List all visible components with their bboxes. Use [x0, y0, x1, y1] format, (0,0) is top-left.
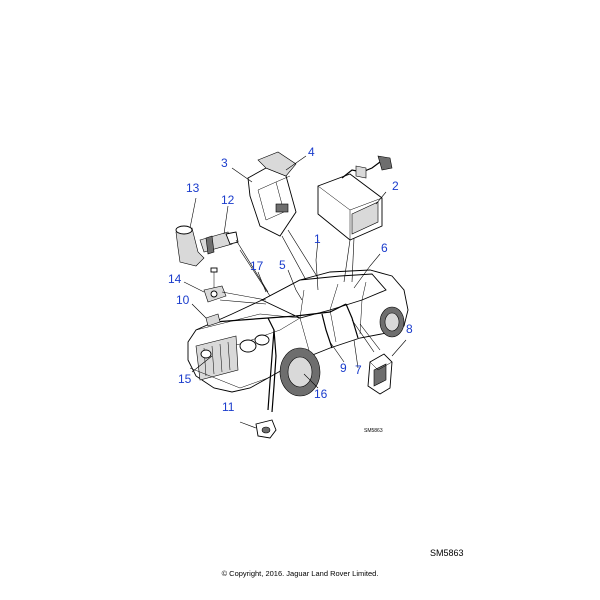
part-2-module [317, 155, 393, 241]
callout-11: 11 [222, 400, 235, 414]
copyright-notice: © Copyright, 2016. Jaguar Land Rover Lim… [221, 569, 379, 578]
callout-2: 2 [392, 179, 399, 193]
callout-9: 9 [340, 361, 347, 375]
part-12-sensor [199, 231, 239, 255]
part-14-clip [203, 267, 227, 303]
callout-6: 6 [381, 241, 388, 255]
part-8-clip [367, 353, 393, 395]
callout-5: 5 [279, 258, 286, 272]
part-3-4-bracket [247, 151, 297, 237]
callout-10: 10 [176, 293, 190, 307]
inline-diagram-code: SM5863 [364, 428, 383, 434]
callout-4: 4 [308, 145, 315, 159]
part-11-grommet [255, 419, 277, 439]
diagram-code: SM5863 [430, 548, 464, 558]
callout-7: 7 [355, 363, 362, 377]
callout-3: 3 [221, 156, 228, 170]
callout-8: 8 [406, 322, 413, 336]
leader-lines [183, 155, 407, 429]
part-13-connector [175, 225, 205, 267]
callout-16: 16 [314, 387, 328, 401]
part-10-sensor [205, 313, 221, 327]
callout-12: 12 [221, 193, 235, 207]
callout-13: 13 [186, 181, 200, 195]
callout-15: 15 [178, 372, 192, 386]
car-illustration [187, 269, 409, 413]
callout-17: 17 [250, 259, 264, 273]
callout-14: 14 [168, 272, 182, 286]
callouts: 1 2 3 4 5 6 7 8 9 10 11 12 13 14 15 16 1… [168, 145, 413, 434]
callout-1: 1 [314, 232, 321, 246]
